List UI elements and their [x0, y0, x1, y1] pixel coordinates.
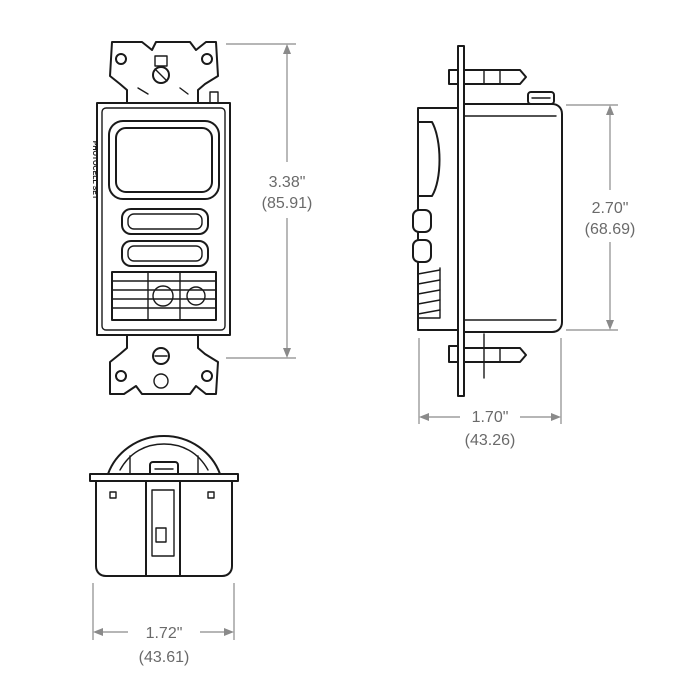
front-grille	[111, 271, 217, 321]
dim-side-depth: 1.70" (43.26)	[418, 338, 562, 449]
top-plate	[89, 473, 239, 482]
dim-side-depth-in: 1.70"	[472, 409, 509, 426]
dim-front-height: 3.38" (85.91)	[226, 43, 313, 359]
front-bottom-hole-left	[115, 370, 127, 382]
front-top-screw	[152, 66, 170, 84]
dim-top-width-mm: (43.61)	[139, 649, 190, 666]
dim-side-height-in: 2.70"	[592, 200, 629, 217]
dim-side-height-mm: (68.69)	[585, 221, 636, 238]
front-bottom-strap	[109, 334, 219, 395]
side-grille	[417, 267, 441, 319]
dim-front-height-mm: (85.91)	[262, 195, 313, 212]
front-button-bottom	[121, 240, 209, 267]
top-dome	[107, 435, 221, 475]
front-top-strap	[109, 41, 219, 104]
front-lens-inner	[115, 127, 213, 193]
front-top-hole-left	[115, 53, 127, 65]
front-top-hole-right	[201, 53, 213, 65]
front-side-label: PHOTOCELL SET	[91, 141, 98, 200]
dim-side-depth-mm: (43.26)	[465, 432, 516, 449]
dim-top-width-in: 1.72"	[146, 625, 183, 642]
front-body	[96, 102, 231, 336]
front-view: PHOTOCELL SET	[91, 41, 231, 395]
front-bottom-screw	[152, 347, 170, 365]
front-bottom-hole-right	[201, 370, 213, 382]
dim-front-height-in: 3.38"	[269, 174, 306, 191]
front-button-top	[121, 208, 209, 235]
side-housing	[463, 103, 563, 333]
side-view	[412, 45, 563, 397]
dim-side-height: 2.70" (68.69)	[566, 104, 636, 331]
dim-top-width: 1.72" (43.61)	[92, 583, 235, 666]
front-lens-outer	[108, 120, 220, 200]
top-view	[89, 435, 239, 577]
